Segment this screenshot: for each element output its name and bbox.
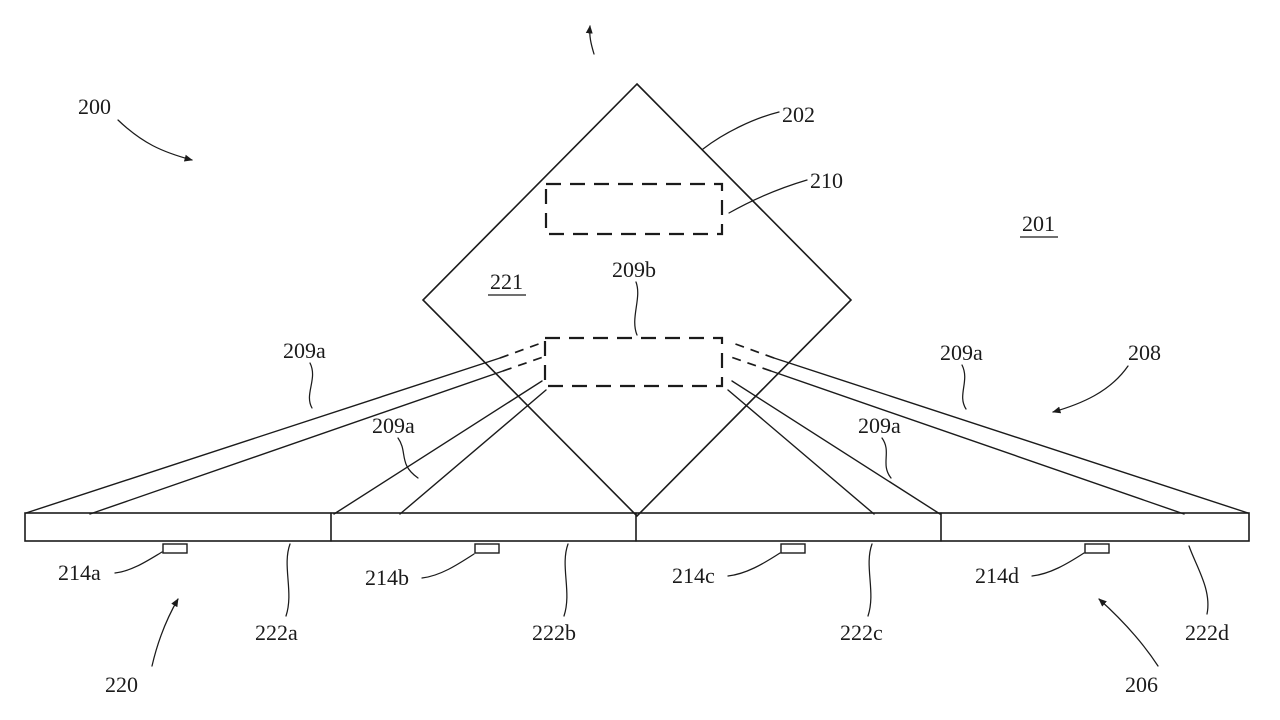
label-206: 206: [1125, 672, 1158, 697]
leader-222b: [563, 543, 569, 617]
wing-outer-right: [770, 357, 1249, 515]
label-209b: 209b: [612, 257, 656, 282]
label-200: 200: [78, 94, 111, 119]
clip-214a: [162, 543, 188, 554]
wing-outer-left-bottom-line: [89, 370, 504, 515]
leader-209a-outer-right: [961, 364, 967, 410]
label-209a-inner-left: 209a: [372, 413, 415, 438]
arrow-200: [117, 119, 193, 162]
wing-outer-left-top-line: [25, 357, 501, 514]
arrow-220: [151, 598, 179, 667]
leader-209b: [634, 281, 639, 336]
leader-209a-inner-right: [881, 437, 892, 479]
label-222b: 222b: [532, 620, 576, 645]
prism-outline-202: [421, 82, 853, 518]
leader-209a-inner-left: [397, 437, 419, 479]
clip-214c: [780, 543, 806, 554]
label-209a-inner-right: 209a: [858, 413, 901, 438]
dashed-box-209b: [543, 336, 724, 388]
wing-inner-left: [333, 380, 547, 515]
label-201: 201: [1022, 211, 1055, 236]
label-214b: 214b: [365, 565, 409, 590]
mount-clips: [162, 543, 1110, 554]
orientation-arrow-top-shaft: [585, 25, 595, 55]
arrow-208: [1052, 365, 1129, 414]
leader-lines: [114, 111, 1209, 617]
label-209a-outer-left: 209a: [283, 338, 326, 363]
leader-222c: [867, 543, 873, 617]
wing-outer-right-bottom-line: [770, 370, 1185, 515]
leader-222a: [285, 543, 291, 617]
label-208: 208: [1128, 340, 1161, 365]
orientation-arrow-top: [585, 25, 595, 55]
leader-214c: [727, 552, 781, 577]
label-202: 202: [782, 102, 815, 127]
leader-214b: [421, 553, 475, 579]
dashed-connector-right-bottom: [727, 355, 772, 372]
clip-214b: [474, 543, 500, 554]
dashed-box-210: [544, 182, 724, 236]
wing-inner-left-bottom-line: [399, 389, 547, 515]
wing-inner-right-bottom-line: [727, 389, 875, 515]
dashed-connector-right-top: [729, 341, 775, 359]
wing-outer-right-top-line: [773, 357, 1249, 514]
dashed-connector-left-top: [499, 341, 545, 359]
label-214d: 214d: [975, 563, 1019, 588]
leader-209a-outer-left: [308, 362, 314, 409]
arrow-206: [1098, 598, 1159, 667]
wing-inner-right: [727, 380, 941, 515]
leader-222d: [1188, 545, 1209, 615]
label-210: 210: [810, 168, 843, 193]
wing-inner-left-top-line: [333, 380, 543, 515]
label-214a: 214a: [58, 560, 101, 585]
leader-210: [728, 179, 808, 214]
label-214c: 214c: [672, 563, 715, 588]
leader-214d: [1031, 552, 1085, 577]
label-220: 220: [105, 672, 138, 697]
wing-inner-right-top-line: [731, 380, 941, 515]
dashed-connector-left-bottom: [502, 355, 547, 372]
reference-arrows: [117, 119, 1159, 667]
dashed-connectors: [499, 341, 775, 372]
reference-labels: 200 202 210 201 221 209b 209a 209a 209a …: [58, 94, 1229, 697]
label-222d: 222d: [1185, 620, 1229, 645]
label-222a: 222a: [255, 620, 298, 645]
leader-202: [702, 111, 780, 150]
wing-outer-left: [25, 357, 504, 515]
label-209a-outer-right: 209a: [940, 340, 983, 365]
base-bar: [24, 512, 1250, 542]
label-222c: 222c: [840, 620, 883, 645]
clip-214d: [1084, 543, 1110, 554]
base-bar-outline: [24, 512, 1250, 542]
label-221: 221: [490, 269, 523, 294]
leader-214a: [114, 551, 163, 574]
